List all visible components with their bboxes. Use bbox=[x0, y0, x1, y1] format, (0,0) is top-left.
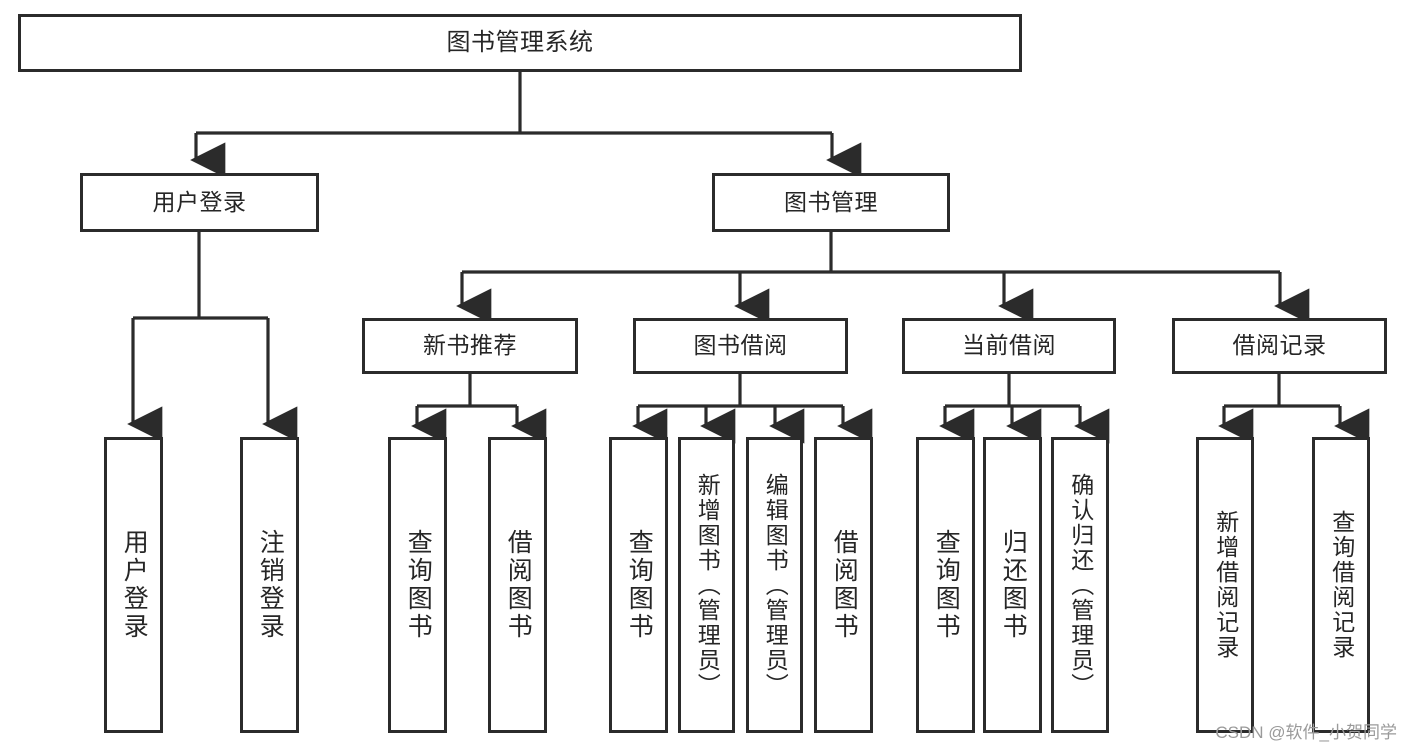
leaf-add-book-admin[interactable]: 新增图书（管理员） bbox=[678, 437, 735, 733]
leaf-logout[interactable]: 注销登录 bbox=[240, 437, 299, 733]
leaf-query-book-borrow-label: 查询图书 bbox=[625, 529, 654, 641]
leaf-query-book-recommend[interactable]: 查询图书 bbox=[388, 437, 447, 733]
leaf-logout-label: 注销登录 bbox=[256, 529, 285, 641]
leaf-user-login-label: 用户登录 bbox=[120, 529, 149, 641]
leaf-query-book-current-label: 查询图书 bbox=[932, 529, 961, 641]
node-user-login-label: 用户登录 bbox=[152, 188, 247, 215]
leaf-borrow-book-label: 借阅图书 bbox=[830, 529, 859, 641]
node-book-borrow[interactable]: 图书借阅 bbox=[633, 318, 848, 374]
node-book-management-label: 图书管理 bbox=[784, 188, 878, 215]
node-borrow-records[interactable]: 借阅记录 bbox=[1172, 318, 1387, 374]
leaf-confirm-return-admin-label: 确认归还（管理员） bbox=[1067, 472, 1094, 698]
leaf-borrow-book-recommend-label: 借阅图书 bbox=[504, 529, 533, 641]
node-new-book-recommend[interactable]: 新书推荐 bbox=[362, 318, 578, 374]
leaf-return-book-label: 归还图书 bbox=[999, 529, 1028, 641]
leaf-edit-book-admin-label: 编辑图书（管理员） bbox=[762, 472, 789, 698]
leaf-add-borrow-record-label: 新增借阅记录 bbox=[1212, 510, 1239, 660]
leaf-borrow-book[interactable]: 借阅图书 bbox=[814, 437, 873, 733]
leaf-add-borrow-record[interactable]: 新增借阅记录 bbox=[1196, 437, 1254, 733]
leaf-query-borrow-record[interactable]: 查询借阅记录 bbox=[1312, 437, 1370, 733]
leaf-return-book[interactable]: 归还图书 bbox=[983, 437, 1042, 733]
leaf-query-book-current[interactable]: 查询图书 bbox=[916, 437, 975, 733]
watermark: CSDN @软件_小贺同学 bbox=[1215, 723, 1397, 742]
node-new-book-recommend-label: 新书推荐 bbox=[423, 332, 517, 359]
node-root[interactable]: 图书管理系统 bbox=[18, 14, 1022, 72]
node-book-management[interactable]: 图书管理 bbox=[712, 173, 950, 232]
leaf-query-book-borrow[interactable]: 查询图书 bbox=[609, 437, 668, 733]
leaf-add-book-admin-label: 新增图书（管理员） bbox=[694, 472, 721, 698]
node-user-login[interactable]: 用户登录 bbox=[80, 173, 319, 232]
leaf-user-login[interactable]: 用户登录 bbox=[104, 437, 163, 733]
leaf-edit-book-admin[interactable]: 编辑图书（管理员） bbox=[746, 437, 803, 733]
node-current-borrow-label: 当前借阅 bbox=[962, 332, 1056, 359]
node-book-borrow-label: 图书借阅 bbox=[693, 332, 788, 359]
node-root-label: 图书管理系统 bbox=[446, 28, 594, 56]
node-borrow-records-label: 借阅记录 bbox=[1232, 332, 1327, 359]
leaf-query-book-recommend-label: 查询图书 bbox=[404, 529, 433, 641]
leaf-borrow-book-recommend[interactable]: 借阅图书 bbox=[488, 437, 547, 733]
node-current-borrow[interactable]: 当前借阅 bbox=[902, 318, 1116, 374]
leaf-confirm-return-admin[interactable]: 确认归还（管理员） bbox=[1051, 437, 1109, 733]
leaf-query-borrow-record-label: 查询借阅记录 bbox=[1328, 510, 1355, 660]
